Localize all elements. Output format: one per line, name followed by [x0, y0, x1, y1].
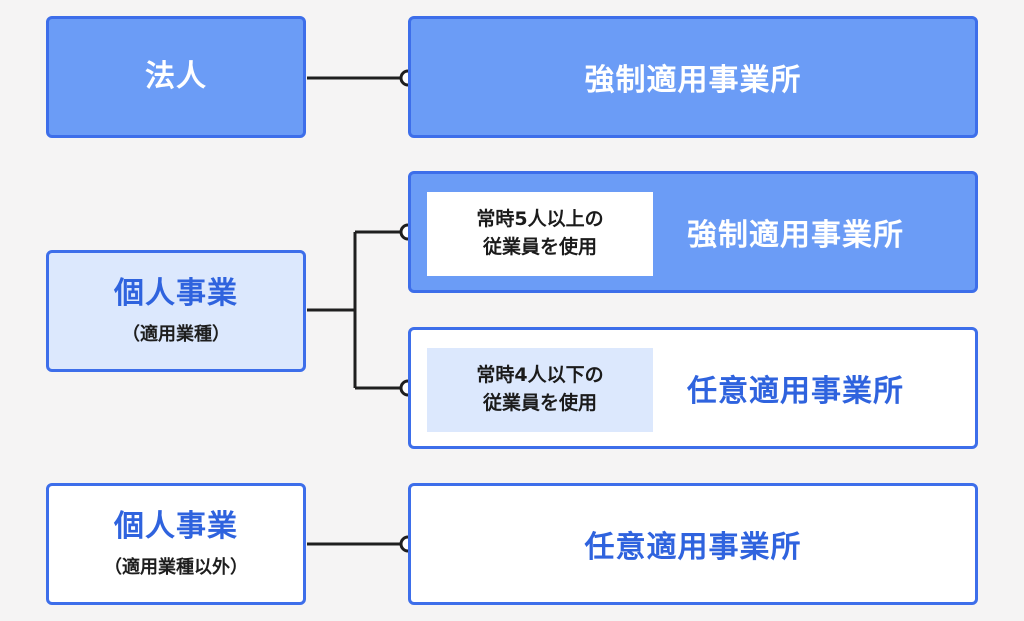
condition-tag-4-or-fewer: 常時4人以下の 従業員を使用 [427, 348, 653, 432]
box-sole-prop-non-applicable-label: 個人事業 [114, 509, 238, 544]
box-mandatory-office-row1: 強制適用事業所 [408, 16, 978, 138]
box-mandatory-office-row1-label: 強制適用事業所 [584, 63, 802, 98]
box-sole-prop-applicable-sub: （適用業種） [122, 324, 230, 345]
box-mandatory-office-branch-label: 強制適用事業所 [687, 218, 904, 253]
box-sole-prop-non-applicable-sub: （適用業種以外） [104, 557, 248, 578]
box-sole-prop-non-applicable: 個人事業 （適用業種以外） [46, 483, 306, 605]
box-voluntary-office-row3-label: 任意適用事業所 [584, 530, 802, 565]
box-corporation-label: 法人 [145, 59, 207, 94]
condition-tag-4-line1: 常時4人以下の [476, 364, 604, 387]
box-sole-prop-applicable: 個人事業 （適用業種） [46, 250, 306, 372]
box-voluntary-office-row3: 任意適用事業所 [408, 483, 978, 605]
box-voluntary-office-branch: 常時4人以下の 従業員を使用 任意適用事業所 [408, 327, 978, 449]
condition-tag-4-line2: 従業員を使用 [482, 392, 597, 414]
condition-tag-5-or-more: 常時5人以上の 従業員を使用 [427, 192, 653, 276]
box-voluntary-office-branch-label: 任意適用事業所 [687, 374, 904, 409]
box-corporation: 法人 [46, 16, 306, 138]
box-sole-prop-applicable-label: 個人事業 [114, 276, 238, 311]
box-mandatory-office-branch: 常時5人以上の 従業員を使用 強制適用事業所 [408, 171, 978, 293]
condition-tag-5-line1: 常時5人以上の [476, 208, 604, 231]
condition-tag-5-line2: 従業員を使用 [482, 236, 597, 258]
